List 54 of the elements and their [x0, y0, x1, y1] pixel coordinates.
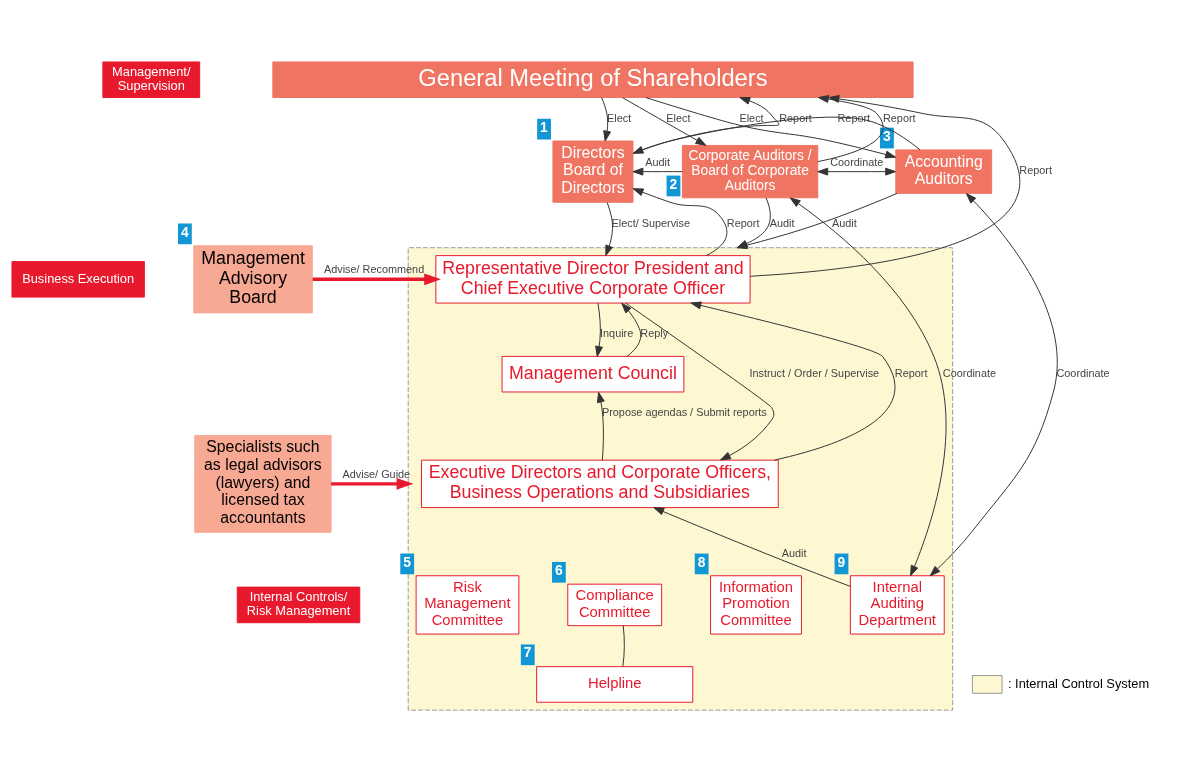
node-label: 6	[554, 561, 563, 578]
arrow	[817, 95, 884, 163]
arrow	[597, 391, 605, 461]
arrow	[312, 273, 442, 286]
edge-label: Report	[882, 112, 916, 125]
node-label: 1	[540, 118, 548, 135]
node-box: Management/ Supervision	[102, 61, 201, 98]
arrow	[690, 301, 896, 461]
arrow	[632, 188, 728, 256]
edge-label: Report	[894, 366, 928, 379]
edge-label: Elect	[666, 112, 691, 125]
arrow	[601, 97, 611, 142]
node-label: 5	[403, 553, 411, 570]
edge-label: Report	[726, 216, 760, 229]
edge-label: Coordinate	[1056, 366, 1110, 379]
edge-label: Instruct / Order / Supervise	[749, 366, 880, 379]
arrow	[632, 97, 780, 154]
edge-label: Reply	[640, 327, 669, 340]
edge-label: Advise/ Recommend	[324, 263, 425, 276]
node-label: 9	[837, 553, 846, 570]
arrow	[632, 167, 683, 176]
node-label: 4	[180, 223, 189, 240]
arrow	[929, 193, 1058, 577]
edge-label: Propose agendas / Submit reports	[601, 406, 767, 419]
legend-label: : Internal Control System	[1007, 675, 1150, 691]
edge-label: Elect	[739, 112, 764, 125]
arrow	[625, 302, 775, 461]
arrow	[632, 116, 921, 154]
arrow	[595, 302, 603, 357]
node-box: Management Council	[501, 355, 685, 393]
arrow	[621, 302, 642, 357]
node-label: 8	[697, 553, 706, 570]
node-label: 2	[669, 175, 678, 192]
connector	[622, 625, 625, 667]
arrow	[817, 167, 897, 176]
node-box: Specialists such as legal advisors (lawyers) and licensed tax accountants	[194, 434, 332, 533]
edge-label: Report	[1019, 164, 1052, 177]
edge-label: Audit	[832, 216, 857, 229]
edge-label: Audit	[645, 155, 671, 168]
arrow	[622, 97, 707, 146]
arrow	[749, 95, 1021, 277]
arrow	[331, 477, 414, 490]
node-box: Representative Director President and Chief Executive Corporate Officer	[435, 255, 751, 304]
arrow	[605, 201, 614, 256]
node-box: Internal Controls/ Risk Management	[236, 586, 361, 624]
node-box: General Meeting of Shareholders	[272, 61, 914, 98]
node-label: 7	[523, 644, 532, 661]
edge-label: Inquire	[600, 327, 634, 340]
edge-label: Coordinate	[942, 366, 996, 379]
node-box: Executive Directors and Corporate Officers, Business Operations and Subsidiaries	[421, 459, 779, 509]
node-box: Business Execution	[11, 261, 145, 298]
edge-label: Advise/ Guide	[342, 467, 411, 480]
node-label: 3	[882, 127, 891, 144]
edge-label: Audit	[769, 216, 795, 229]
